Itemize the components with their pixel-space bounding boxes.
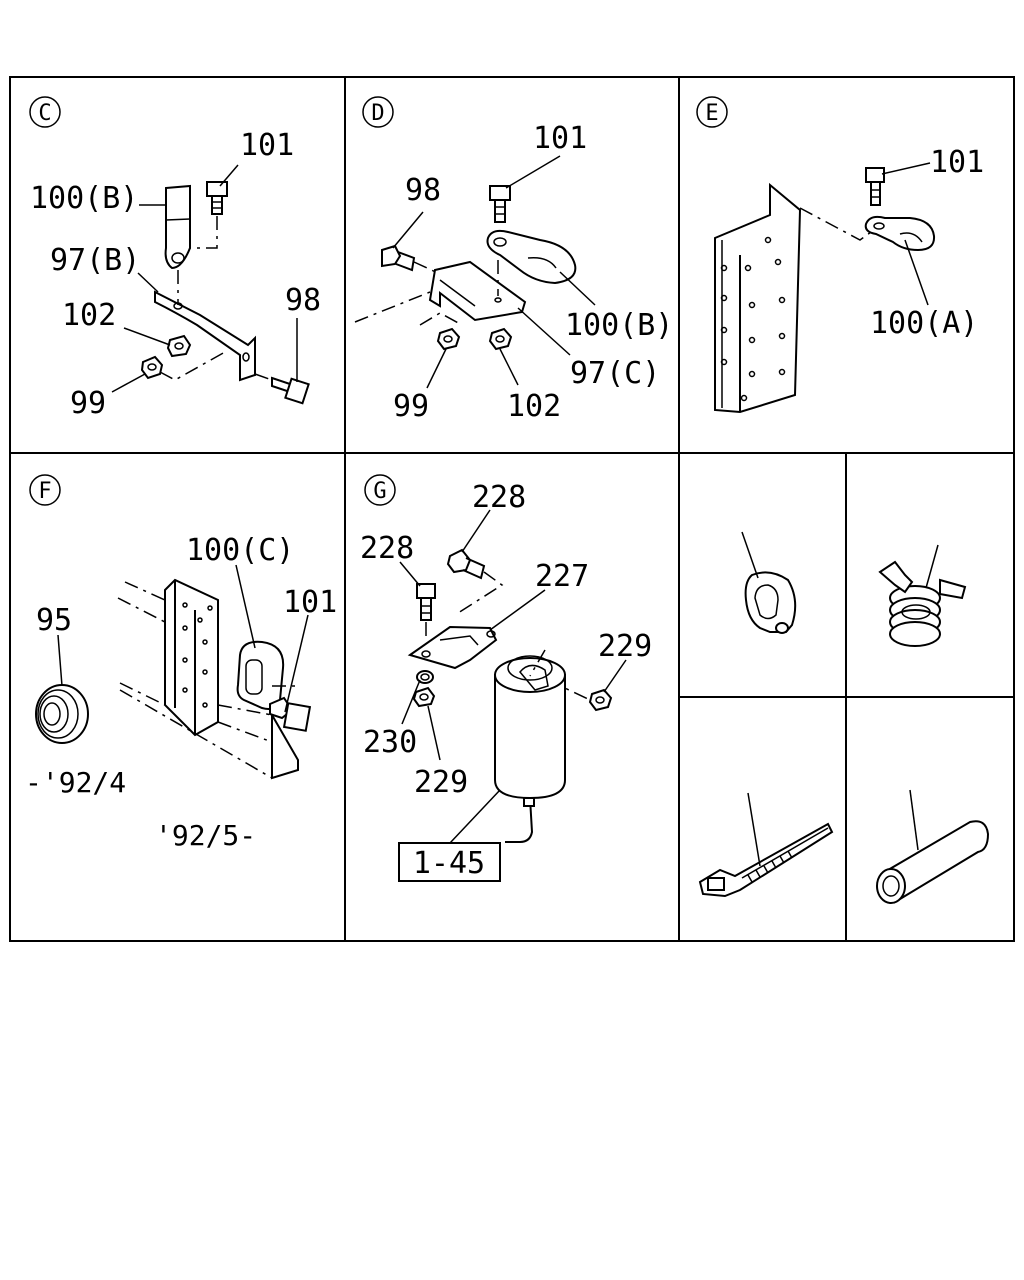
nut-102 xyxy=(166,334,192,358)
label-e-101: 101 xyxy=(930,145,984,180)
label-e-100a: 100(A) xyxy=(870,306,978,341)
bracket-227 xyxy=(407,625,498,670)
panel-f: F 100(C) 101 xyxy=(25,474,337,852)
panel-g: G xyxy=(360,474,652,882)
label-g-230: 230 xyxy=(363,725,417,760)
clip-41b xyxy=(744,571,797,633)
label-c-98: 98 xyxy=(285,283,321,318)
nut-99 xyxy=(140,355,164,380)
label-d-98: 98 xyxy=(405,173,441,208)
bolt-101 xyxy=(206,181,228,197)
bolt-98 xyxy=(381,244,402,268)
label-g-227: 227 xyxy=(535,559,589,594)
bolt-101 xyxy=(282,702,312,732)
nut-102 xyxy=(488,327,513,351)
label-g-228-lower: 228 xyxy=(360,531,414,566)
nut-229-lower xyxy=(412,686,436,708)
clamp-100b xyxy=(164,184,191,270)
bolt-101 xyxy=(865,167,885,183)
panel-c: C 101 100(B) 97(B) xyxy=(29,96,321,421)
washer-230 xyxy=(416,670,434,684)
label-c-99: 99 xyxy=(70,386,106,421)
label-g-ref: 1-45 xyxy=(413,846,485,881)
clamp-100c xyxy=(236,640,285,710)
nut-99 xyxy=(436,327,461,351)
panel-letter-e: E xyxy=(705,101,718,126)
label-f-100c: 100(C) xyxy=(186,533,294,568)
panel-d: D 101 98 100(B) 97(C) xyxy=(354,96,673,424)
panel-41c xyxy=(698,792,834,898)
label-c-100b: 100(B) xyxy=(30,181,138,216)
panel-41b xyxy=(741,531,797,634)
label-d-100b: 100(B) xyxy=(565,308,673,343)
bracket-97b xyxy=(154,290,256,382)
panel-letter-f: F xyxy=(38,479,51,504)
panel-letter-circle xyxy=(29,96,61,128)
label-f-date-to: -'92/4 xyxy=(25,766,126,799)
panel-letter-circle xyxy=(362,96,394,128)
panel-letter-circle xyxy=(696,96,728,128)
label-d-101: 101 xyxy=(533,121,587,156)
label-g-229-right: 229 xyxy=(598,629,652,664)
label-f-95: 95 xyxy=(36,603,72,638)
clamp-100b xyxy=(486,229,577,285)
panel-41a xyxy=(878,544,967,647)
label-d-99: 99 xyxy=(393,389,429,424)
label-c-102: 102 xyxy=(62,298,116,333)
panel-letter-g: G xyxy=(373,479,386,504)
label-g-229-lower: 229 xyxy=(414,765,468,800)
bracket-97c xyxy=(428,260,527,322)
panel-letter-circle xyxy=(29,474,61,506)
grid-borders xyxy=(9,76,1015,942)
panel-e: E xyxy=(696,96,984,414)
reference-box xyxy=(398,842,501,882)
label-f-date-from: '92/5- xyxy=(155,819,256,852)
tube-55 xyxy=(886,820,990,904)
label-d-102: 102 xyxy=(507,389,561,424)
label-f-101: 101 xyxy=(283,585,337,620)
label-c-101: 101 xyxy=(240,128,294,163)
bracket-plate xyxy=(164,578,219,737)
frame-rail xyxy=(714,182,802,414)
panel-letter-circle xyxy=(364,474,396,506)
bolt-228-upper xyxy=(446,548,472,574)
filter-canister xyxy=(494,674,566,800)
panel-55 xyxy=(876,789,990,904)
bolt-228-lower xyxy=(416,583,436,599)
cable-tie-41c xyxy=(698,822,834,898)
label-c-97b: 97(B) xyxy=(50,243,140,278)
bolt-98 xyxy=(284,377,310,405)
panel-letter-c: C xyxy=(38,101,51,126)
panel-letter-d: D xyxy=(371,101,384,126)
label-d-97c: 97(C) xyxy=(570,356,660,391)
nut-229-right xyxy=(588,688,613,712)
bolt-101 xyxy=(489,185,511,201)
label-g-228-upper: 228 xyxy=(472,480,526,515)
